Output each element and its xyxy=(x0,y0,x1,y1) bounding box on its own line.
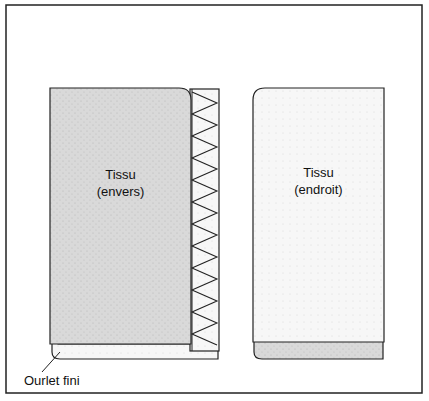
fabric-right-side: Tissu (endroit) xyxy=(253,88,384,342)
stitch-edge xyxy=(192,89,193,351)
frame xyxy=(6,5,422,393)
zigzag-stitch xyxy=(192,92,217,345)
fabric-outline xyxy=(50,88,191,344)
callout-label: Ourlet fini xyxy=(24,373,80,389)
fabric-label: Tissu (endroit) xyxy=(279,164,359,198)
fabric-outline xyxy=(253,88,384,342)
overcast-edge xyxy=(190,89,219,351)
leader-line xyxy=(42,352,60,372)
fabric-label: Tissu (envers) xyxy=(81,166,161,200)
fabric-wrong-side: Tissu (envers) xyxy=(50,88,191,344)
hem-fold xyxy=(254,340,383,359)
